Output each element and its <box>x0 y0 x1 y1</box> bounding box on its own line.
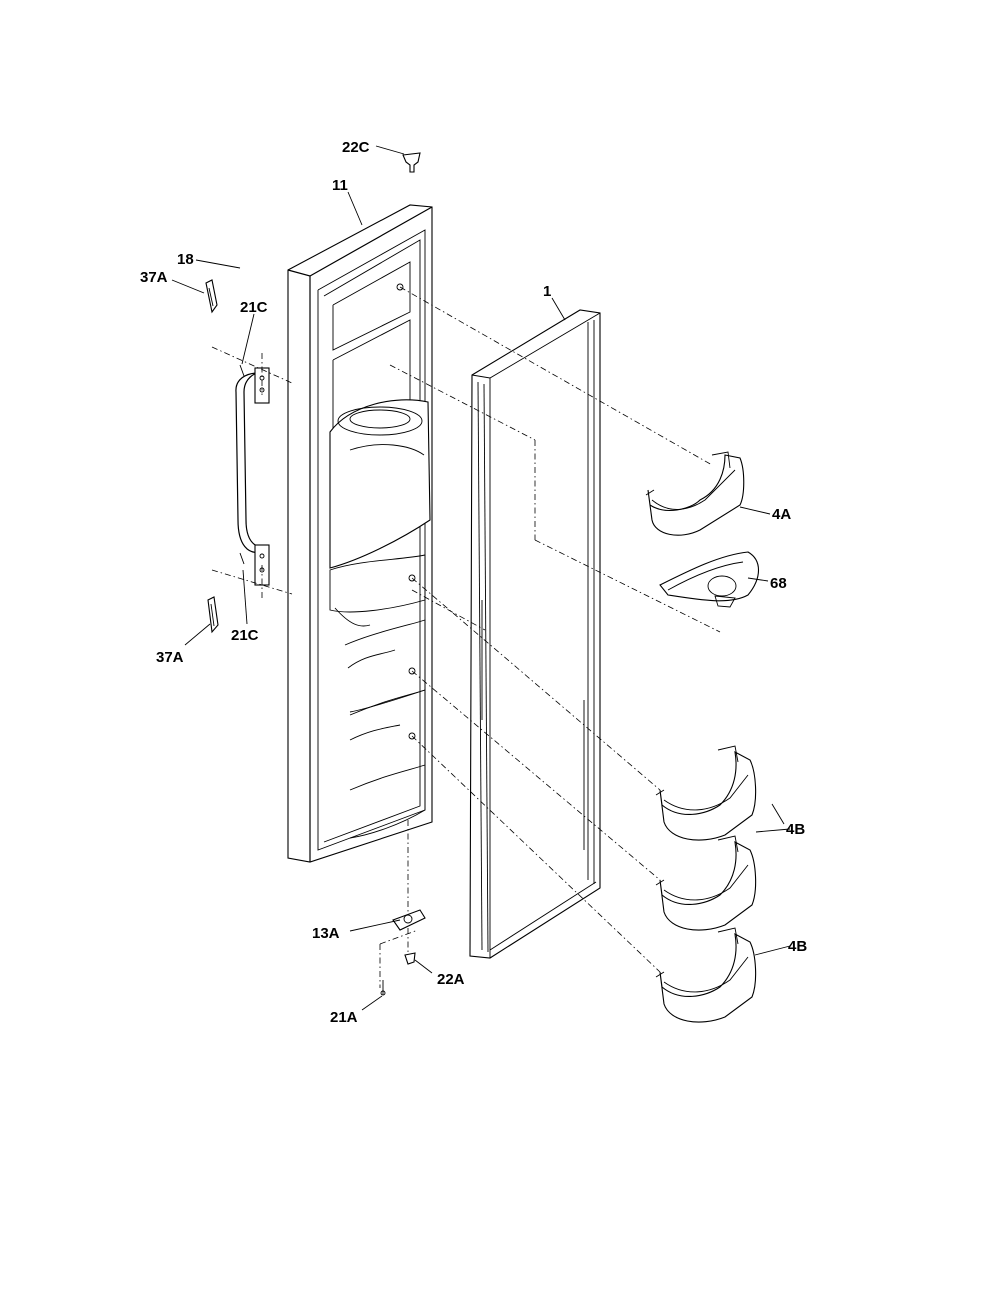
label-11: 11 <box>332 177 348 194</box>
label-22a: 22A <box>437 971 465 988</box>
handle-cap-37a-bottom <box>207 596 219 634</box>
hinge-assembly <box>379 820 426 996</box>
label-68: 68 <box>770 575 787 592</box>
handle-cap-37a-top <box>205 279 218 314</box>
label-1: 1 <box>543 283 551 300</box>
label-13a: 13A <box>312 925 340 942</box>
label-37a-top: 37A <box>140 269 168 286</box>
leader-lines <box>171 145 791 1011</box>
door-gasket-part-1 <box>469 309 601 959</box>
label-37a-bottom: 37A <box>156 649 184 666</box>
label-4a: 4A <box>772 506 791 523</box>
label-4b-pair: 4B <box>786 821 805 838</box>
projection-lines <box>389 286 721 973</box>
label-21c-top: 21C <box>240 299 268 316</box>
door-bin-part-4a <box>645 451 745 536</box>
label-21c-bottom: 21C <box>231 627 259 644</box>
door-liner-part-11 <box>287 204 433 863</box>
label-22c: 22C <box>342 139 370 156</box>
door-handle-part-18 <box>211 346 293 600</box>
bin-part-68 <box>659 551 760 608</box>
door-bin-part-4b-2 <box>655 835 757 931</box>
door-bin-part-4b-3 <box>655 927 757 1023</box>
label-4b-single: 4B <box>788 938 807 955</box>
plug-part-22c <box>402 152 421 173</box>
door-bin-part-4b-1 <box>655 745 757 841</box>
label-18: 18 <box>177 251 194 268</box>
label-21a: 21A <box>330 1009 358 1026</box>
